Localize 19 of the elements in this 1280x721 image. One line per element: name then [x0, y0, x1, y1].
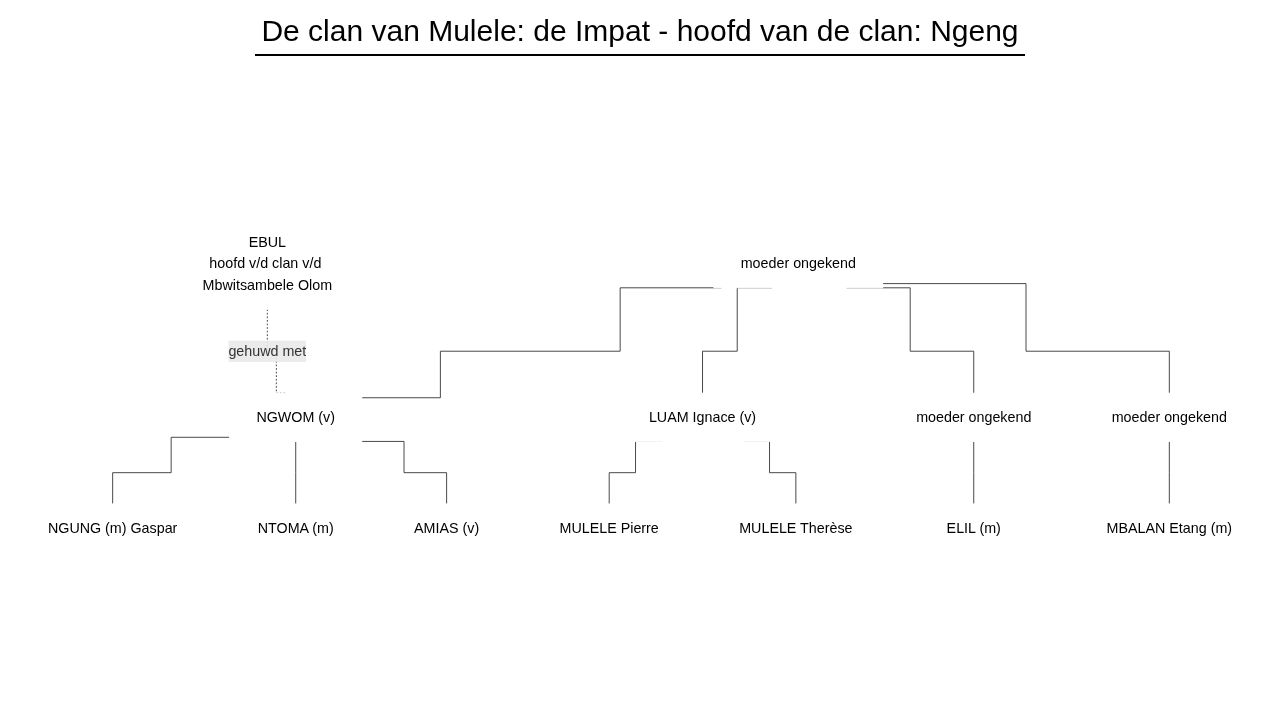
connector	[882, 283, 1170, 394]
node-text: AMIAS (v)	[414, 520, 480, 536]
diagram-title: De clan van Mulele: de Impat - hoofd van de clan: Ngeng	[255, 14, 1025, 56]
connector	[1168, 441, 1170, 505]
node-text: moeder ongekend	[916, 409, 1032, 425]
connector	[112, 437, 231, 505]
connector	[361, 441, 448, 505]
node-text: ELIL (m)	[946, 520, 1001, 536]
edge-label: gehuwd met	[228, 343, 307, 359]
node-text: MULELE Pierre	[559, 520, 659, 536]
node-text: MBALAN Etang (m)	[1106, 520, 1233, 536]
node-text: NGWOM (v)	[256, 409, 336, 425]
node-text: EBUL hoofd v/d clan v/d Mbwitsambele Olom	[202, 234, 333, 293]
node-text: MULELE Therèse	[739, 520, 853, 536]
connector	[973, 441, 975, 505]
node-text: NGUNG (m) Gaspar	[47, 520, 178, 536]
connector	[295, 441, 297, 505]
node-text: moeder ongekend	[1111, 409, 1227, 425]
node-text: NTOMA (m)	[257, 520, 334, 536]
